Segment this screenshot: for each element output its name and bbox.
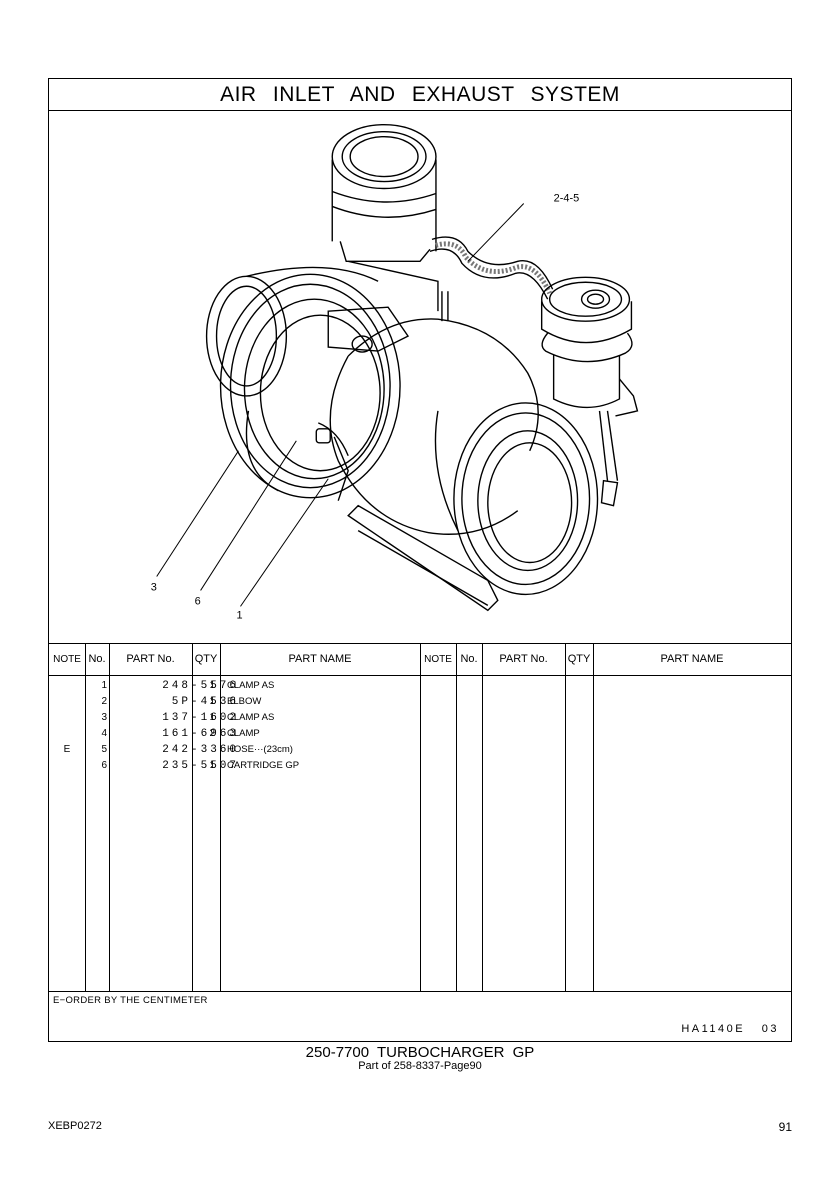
row-number: 6 (101, 760, 107, 771)
table-row: 4 161-6963 2 CLAMP (49, 726, 791, 742)
row-part-number: 137-1602 (162, 712, 239, 724)
row-qty: 1 (209, 680, 215, 691)
row-part-name: CLAMP AS (227, 680, 275, 691)
col-divider (109, 644, 110, 991)
order-note: E−ORDER BY THE CENTIMETER (53, 995, 208, 1006)
callout-6: 6 (195, 595, 201, 607)
header-no-right: No. (460, 653, 478, 665)
header-part-no-right: PART No. (499, 653, 548, 665)
table-header: NOTE No. PART No. QTY PART NAME NOTE No.… (49, 644, 791, 676)
header-qty-right: QTY (567, 653, 591, 665)
header-part-name-right: PART NAME (660, 653, 724, 665)
table-row: E 5 242-3360 HOSE···(23cm) (49, 742, 791, 758)
row-number: 2 (101, 696, 107, 707)
row-note: E (63, 744, 71, 755)
col-divider (565, 644, 566, 991)
wastegate-actuator (540, 276, 639, 507)
header-no: No. (88, 653, 106, 665)
row-qty: 1 (209, 760, 215, 771)
leader-lines (156, 203, 525, 607)
table-footer: E−ORDER BY THE CENTIMETER HA1140E 03 (49, 991, 791, 1041)
row-number: 1 (101, 680, 107, 691)
compressor-housing (205, 260, 439, 499)
row-part-name: ELBOW (227, 696, 262, 707)
row-part-name: CARTRIDGE GP (227, 760, 300, 771)
col-divider (593, 644, 594, 991)
row-number: 5 (101, 744, 107, 755)
inlet-pipe (331, 123, 437, 263)
header-qty: QTY (194, 653, 218, 665)
page-title: AIR INLET AND EXHAUST SYSTEM (49, 79, 791, 111)
col-divider (420, 644, 421, 991)
header-note-right: NOTE (424, 654, 452, 665)
callout-3: 3 (151, 581, 157, 593)
header-part-no: PART No. (126, 653, 175, 665)
row-qty: 1 (209, 696, 215, 707)
row-number: 3 (101, 712, 107, 723)
illustration-code: HA1140E 03 (681, 1023, 779, 1035)
turbocharger-illustration: 2-4-5 3 6 1 (49, 111, 791, 643)
row-number: 4 (101, 728, 107, 739)
col-divider (85, 644, 86, 991)
col-divider (220, 644, 221, 991)
assembly-title: 250-7700 TURBOCHARGER GP (305, 1044, 535, 1061)
document-id: XEBP0272 (48, 1120, 102, 1132)
row-part-name: HOSE···(23cm) (227, 744, 293, 755)
parts-table: NOTE No. PART No. QTY PART NAME NOTE No.… (49, 643, 791, 991)
row-part-number: 248-5576 (162, 680, 239, 692)
col-divider (456, 644, 457, 991)
page-frame: AIR INLET AND EXHAUST SYSTEM (48, 78, 792, 1042)
row-part-number: 235-5507 (162, 760, 239, 772)
row-part-number: 242-3360 (162, 744, 239, 756)
row-qty: 1 (209, 712, 215, 723)
part-of-reference: Part of 258-8337-Page90 (358, 1060, 482, 1072)
col-divider (482, 644, 483, 991)
table-row: 6 235-5507 1 CARTRIDGE GP (49, 758, 791, 774)
callout-1: 1 (236, 609, 242, 621)
table-row: 1 248-5576 1 CLAMP AS (49, 678, 791, 694)
hose-assembly (429, 236, 554, 300)
callout-2-4-5: 2-4-5 (554, 192, 580, 204)
page-number: 91 (778, 1120, 792, 1134)
row-qty: 2 (209, 728, 215, 739)
row-part-name: CLAMP (227, 728, 260, 739)
header-part-name: PART NAME (288, 653, 352, 665)
table-row: 2 5P-4536 1 ELBOW (49, 694, 791, 710)
turbine-housing (329, 318, 599, 612)
row-part-number: 5P-4536 (171, 696, 239, 708)
center-housing (315, 291, 449, 501)
row-part-name: CLAMP AS (227, 712, 275, 723)
header-note: NOTE (53, 654, 81, 665)
col-divider (192, 644, 193, 991)
table-row: 3 137-1602 1 CLAMP AS (49, 710, 791, 726)
row-part-number: 161-6963 (162, 728, 239, 740)
